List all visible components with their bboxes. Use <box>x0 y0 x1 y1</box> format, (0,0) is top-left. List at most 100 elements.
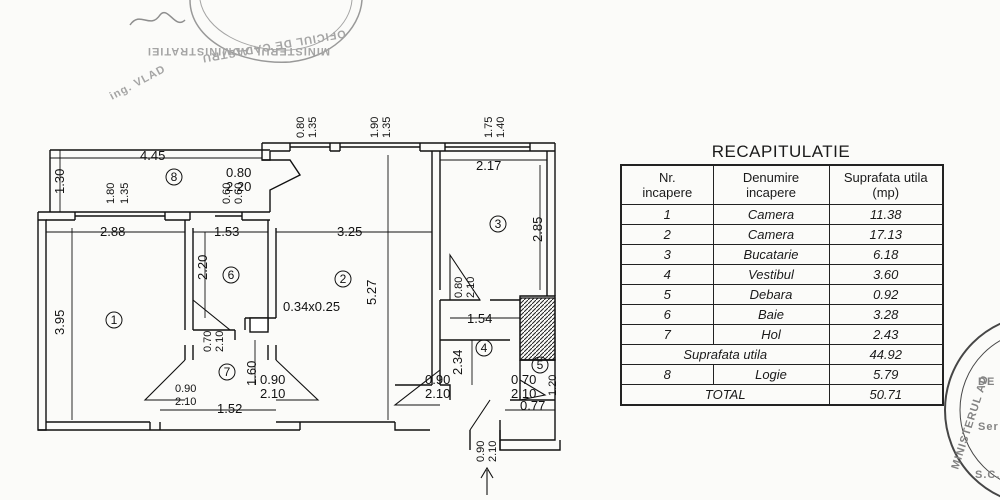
dim-win-b: 1.90 <box>369 117 381 138</box>
dim-entry-door-h: 2.10 <box>487 441 499 462</box>
loggia-area: 5.79 <box>828 364 944 385</box>
dim-hall-door: 0.80 <box>453 277 465 298</box>
door-swings <box>143 253 547 431</box>
recap-table: Nr. incapere Denumire incapere Suprafata… <box>620 164 944 406</box>
row-area: 17.13 <box>828 224 944 245</box>
row-name: Debara <box>712 284 830 305</box>
room-number-4: 4 <box>481 341 488 355</box>
row-name: Camera <box>712 224 830 245</box>
dim-debara-width: 0.77 <box>520 398 545 413</box>
row-name: Hol <box>712 324 830 345</box>
dim-column: 0.34x0.25 <box>283 299 340 314</box>
row-area: 3.28 <box>828 304 944 325</box>
total-area: 50.71 <box>828 384 944 406</box>
dim-room6-width: 1.53 <box>214 224 239 239</box>
row-area: 0.92 <box>828 284 944 305</box>
dim-win-a-h: 1.35 <box>307 117 319 138</box>
dim-room1-width: 2.88 <box>100 224 125 239</box>
dim-hall-door-h: 2.10 <box>465 277 477 298</box>
row-nr: 5 <box>620 284 714 305</box>
room-number-5: 5 <box>537 358 544 372</box>
dim-hol-width: 1.52 <box>217 401 242 416</box>
dim-loggia-door-h: 2.20 <box>226 179 251 194</box>
header-nr: Nr. incapere <box>620 164 714 205</box>
room-number-8: 8 <box>171 170 178 184</box>
right-stamp-text-3: Ser <box>978 421 999 433</box>
row-nr: 4 <box>620 264 714 285</box>
row-area: 11.38 <box>828 204 944 225</box>
entry-arrow-icon <box>480 466 494 495</box>
dim-win-c: 1.75 <box>483 117 495 138</box>
right-stamp-text-2: DE <box>978 376 995 388</box>
room-markers <box>105 168 549 381</box>
room-number-2: 2 <box>340 272 347 286</box>
top-signature-text: ing. VLAD <box>108 63 168 102</box>
header-name: Denumire incapere <box>712 164 830 205</box>
loggia-name: Logie <box>712 364 830 385</box>
dim-debara-height: 1.20 <box>547 375 559 396</box>
dim-small-window: 0.60 <box>221 183 233 204</box>
dim-win-b-h: 1.35 <box>381 117 393 138</box>
total-label: TOTAL <box>620 384 830 406</box>
header-area: Suprafata utila (mp) <box>828 164 944 205</box>
right-stamp-text-4: S.C. <box>975 469 1000 481</box>
row-area: 6.18 <box>828 244 944 265</box>
dim-small-window-h: 0.60 <box>233 183 245 204</box>
dim-left-loggia: 1.30 <box>52 169 67 194</box>
row-nr: 2 <box>620 224 714 245</box>
dim-door7a: 0.90 <box>175 383 196 395</box>
dim-room3-width: 2.17 <box>476 158 501 173</box>
row-nr: 7 <box>620 324 714 345</box>
dim-door4-h: 2.10 <box>425 386 450 401</box>
row-area: 3.60 <box>828 264 944 285</box>
row-nr: 3 <box>620 244 714 265</box>
dim-win-a: 0.80 <box>295 117 307 138</box>
dim-door5-h: 2.10 <box>511 386 536 401</box>
dim-vestibul-height: 2.34 <box>450 350 465 375</box>
dim-vestibul-width: 1.54 <box>467 311 492 326</box>
dim-room2-width: 3.25 <box>337 224 362 239</box>
dim-bath-door: 0.70 <box>202 331 214 352</box>
dim-door7b-h: 2.10 <box>260 386 285 401</box>
dim-door7b: 0.90 <box>260 372 285 387</box>
room-number-7: 7 <box>224 365 231 379</box>
top-stamp-text-1: MINISTERUL ADMINISTRATIEI <box>147 45 330 57</box>
row-nr: 6 <box>620 304 714 325</box>
row-name: Camera <box>712 204 830 225</box>
row-name: Baie <box>712 304 830 325</box>
dim-door7a-h: 2.10 <box>175 396 196 408</box>
dim-door4: 0.90 <box>425 372 450 387</box>
dimension-lines <box>46 150 555 420</box>
dim-room1-height: 3.95 <box>52 310 67 335</box>
dim-top-overall: 4.45 <box>140 148 165 163</box>
right-stamp: MINISTERUL AD DE Ser S.C. <box>944 322 1000 498</box>
row-nr: 1 <box>620 204 714 225</box>
dim-room6-height: 2.20 <box>195 255 210 280</box>
recap-table-panel: RECAPITULATIE Nr. incapere Denumire inca… <box>620 142 944 406</box>
row-name: Vestibul <box>712 264 830 285</box>
dim-bath-door-h: 2.10 <box>214 331 226 352</box>
top-stamp: ing. VLAD MINISTERUL ADMINISTRATIEI OFIC… <box>108 0 363 103</box>
dim-hol-height: 1.60 <box>244 361 259 386</box>
dim-win-c-h: 1.40 <box>495 117 507 138</box>
subtotal-area: 44.92 <box>828 344 944 365</box>
room-number-3: 3 <box>495 217 502 231</box>
subtotal-label: Suprafata utila <box>620 344 830 365</box>
dim-loggia-window-h: 1.35 <box>119 183 131 204</box>
dim-room2-height: 5.27 <box>364 280 379 305</box>
row-name: Bucatarie <box>712 244 830 265</box>
recap-title: RECAPITULATIE <box>711 142 851 161</box>
room-number-1: 1 <box>111 313 118 327</box>
dim-room3-height: 2.85 <box>530 217 545 242</box>
dim-door5: 0.70 <box>511 372 536 387</box>
